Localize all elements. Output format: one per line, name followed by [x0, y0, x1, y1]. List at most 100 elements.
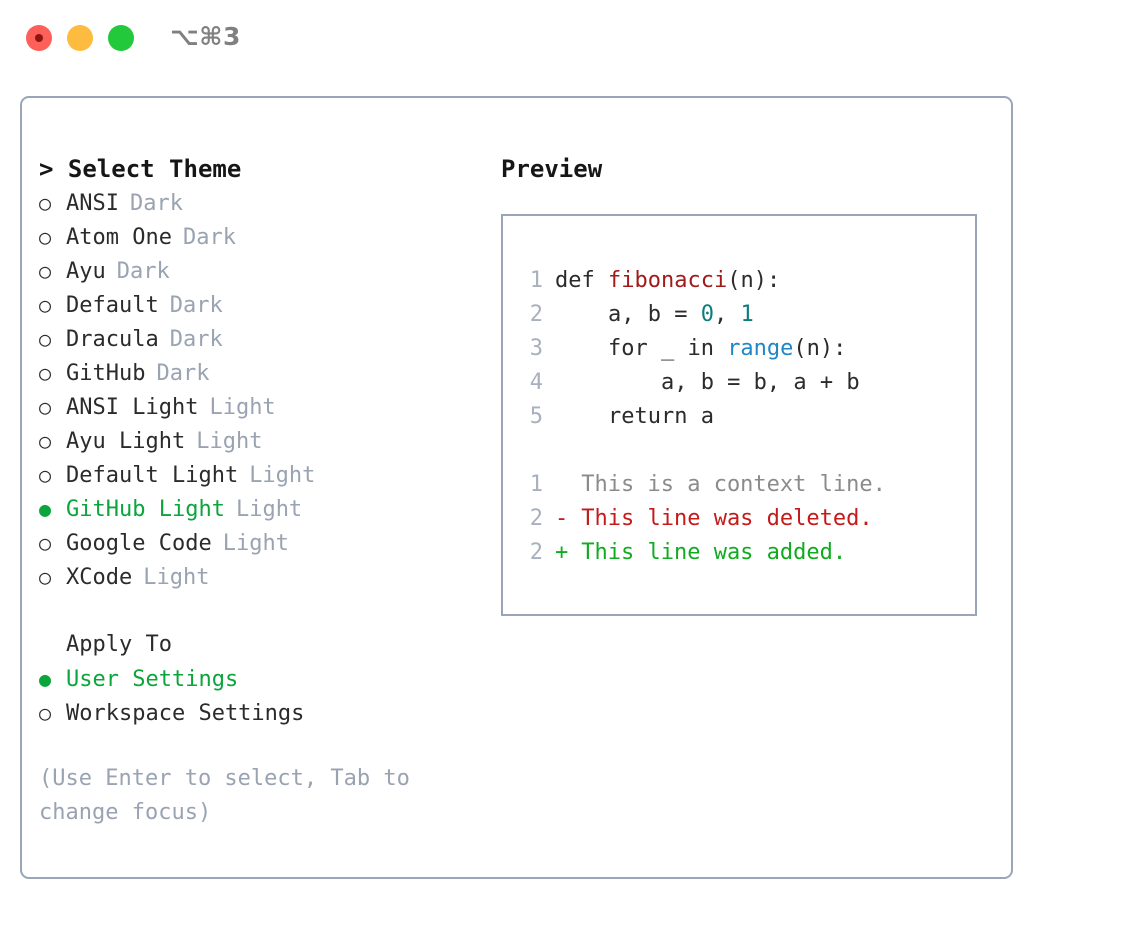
page-title: > Select Theme: [39, 152, 479, 186]
theme-variant-badge: Dark: [156, 361, 210, 386]
diff-text: This line was added.: [568, 540, 847, 565]
diff-text: This is a context line.: [568, 472, 886, 497]
theme-option-label: XCode: [66, 565, 133, 590]
theme-variant-badge: Dark: [169, 327, 223, 352]
code-token: def: [555, 268, 608, 293]
code-line: 4 a, b = b, a + b: [515, 366, 967, 400]
line-number: 2: [529, 506, 543, 531]
apply-to-option-label: User Settings: [66, 667, 239, 692]
diff-sign: [555, 468, 568, 502]
list-spacer: [39, 594, 479, 628]
code-token: a, b = b, a + b: [555, 370, 860, 395]
apply-to-label: Apply To: [66, 632, 172, 657]
theme-variant-badge: Light: [196, 429, 263, 454]
theme-option-label: Ayu: [66, 259, 106, 284]
theme-option-label: GitHub: [66, 361, 146, 386]
theme-variant-badge: Dark: [182, 225, 236, 250]
maximize-button[interactable]: [108, 25, 134, 51]
line-number: 1: [529, 472, 543, 497]
radio-unselected-icon: ○: [39, 565, 52, 589]
radio-unselected-icon: ○: [39, 191, 52, 215]
radio-unselected-icon: ○: [39, 259, 52, 283]
radio-unselected-icon: ○: [39, 395, 52, 419]
code-line: 1 def fibonacci(n):: [515, 264, 967, 298]
apply-to-option-list: ● User Settings ○ Workspace Settings: [39, 662, 479, 730]
code-token: ,: [713, 302, 741, 327]
theme-option-ayu[interactable]: ○ Ayu Dark: [39, 254, 479, 288]
apply-to-marker-placeholder: [39, 628, 66, 662]
code-token: 1: [740, 302, 754, 327]
minimize-button[interactable]: [67, 25, 93, 51]
diff-sign: -: [555, 506, 569, 531]
radio-unselected-icon: ○: [39, 429, 52, 453]
code-line: 5 return a: [515, 400, 967, 434]
radio-unselected-icon: ○: [39, 701, 52, 725]
apply-to-option-label: Workspace Settings: [66, 701, 305, 726]
keyboard-shortcut-label: ⌥⌘3: [170, 22, 241, 51]
code-line: 2 a, b = 0, 1: [515, 298, 967, 332]
theme-variant-badge: Light: [249, 463, 316, 488]
close-button[interactable]: [26, 25, 52, 51]
diff-line-add: 2 + This line was added.: [515, 536, 967, 570]
diff-line-del: 2- This line was deleted.: [515, 502, 967, 536]
radio-unselected-icon: ○: [39, 293, 52, 317]
apply-to-option-user-settings[interactable]: ● User Settings: [39, 662, 479, 696]
theme-option-dracula[interactable]: ○ Dracula Dark: [39, 322, 479, 356]
radio-selected-icon: ●: [39, 667, 52, 691]
code-token: return a: [555, 404, 714, 429]
keyboard-hint: (Use Enter to select, Tab to change focu…: [39, 766, 410, 825]
theme-option-github-light[interactable]: ● GitHub Light Light: [39, 492, 479, 526]
diff-lines: 1 This is a context line.2- This line wa…: [515, 468, 967, 570]
theme-variant-badge: Light: [235, 497, 303, 522]
line-number: 3: [529, 336, 543, 361]
code-token: (n):: [727, 268, 781, 293]
theme-variant-badge: Dark: [129, 191, 183, 216]
diff-text: This line was deleted.: [568, 506, 873, 531]
code-token: fibonacci: [607, 268, 728, 293]
theme-variant-badge: Light: [222, 531, 289, 556]
diff-line-ctx: 1 This is a context line.: [515, 468, 967, 502]
theme-option-ayu-light[interactable]: ○ Ayu Light Light: [39, 424, 479, 458]
line-number: 5: [529, 404, 543, 429]
theme-variant-badge: Dark: [116, 259, 170, 284]
radio-unselected-icon: ○: [39, 225, 52, 249]
line-number: 1: [529, 268, 543, 293]
theme-option-label: GitHub Light: [66, 497, 225, 522]
code-token: range: [727, 336, 794, 361]
code-line: 3 for _ in range(n):: [515, 332, 967, 366]
window-controls: [26, 25, 134, 51]
theme-option-label: Dracula: [66, 327, 159, 352]
apply-to-option-workspace-settings[interactable]: ○ Workspace Settings: [39, 696, 479, 730]
title-bar: ⌥⌘3: [0, 0, 1140, 78]
theme-option-label: ANSI Light: [66, 395, 199, 420]
code-token: (n):: [793, 336, 847, 361]
line-number: 2: [529, 302, 543, 327]
diff-sign: +: [555, 540, 569, 565]
code-token: for _ in: [555, 336, 728, 361]
code-token: a, b =: [555, 302, 701, 327]
radio-selected-icon: ●: [39, 497, 52, 521]
select-theme-label: Select Theme: [67, 155, 242, 183]
line-number: 2: [529, 540, 543, 565]
radio-unselected-icon: ○: [39, 327, 52, 351]
theme-option-label: Google Code: [66, 531, 212, 556]
apply-to-heading: Apply To: [39, 628, 479, 662]
code-token: 0: [700, 302, 714, 327]
theme-option-label: Ayu Light: [66, 429, 186, 454]
prompt-caret-icon: >: [39, 155, 54, 183]
preview-title: Preview: [501, 155, 603, 183]
radio-unselected-icon: ○: [39, 463, 52, 487]
